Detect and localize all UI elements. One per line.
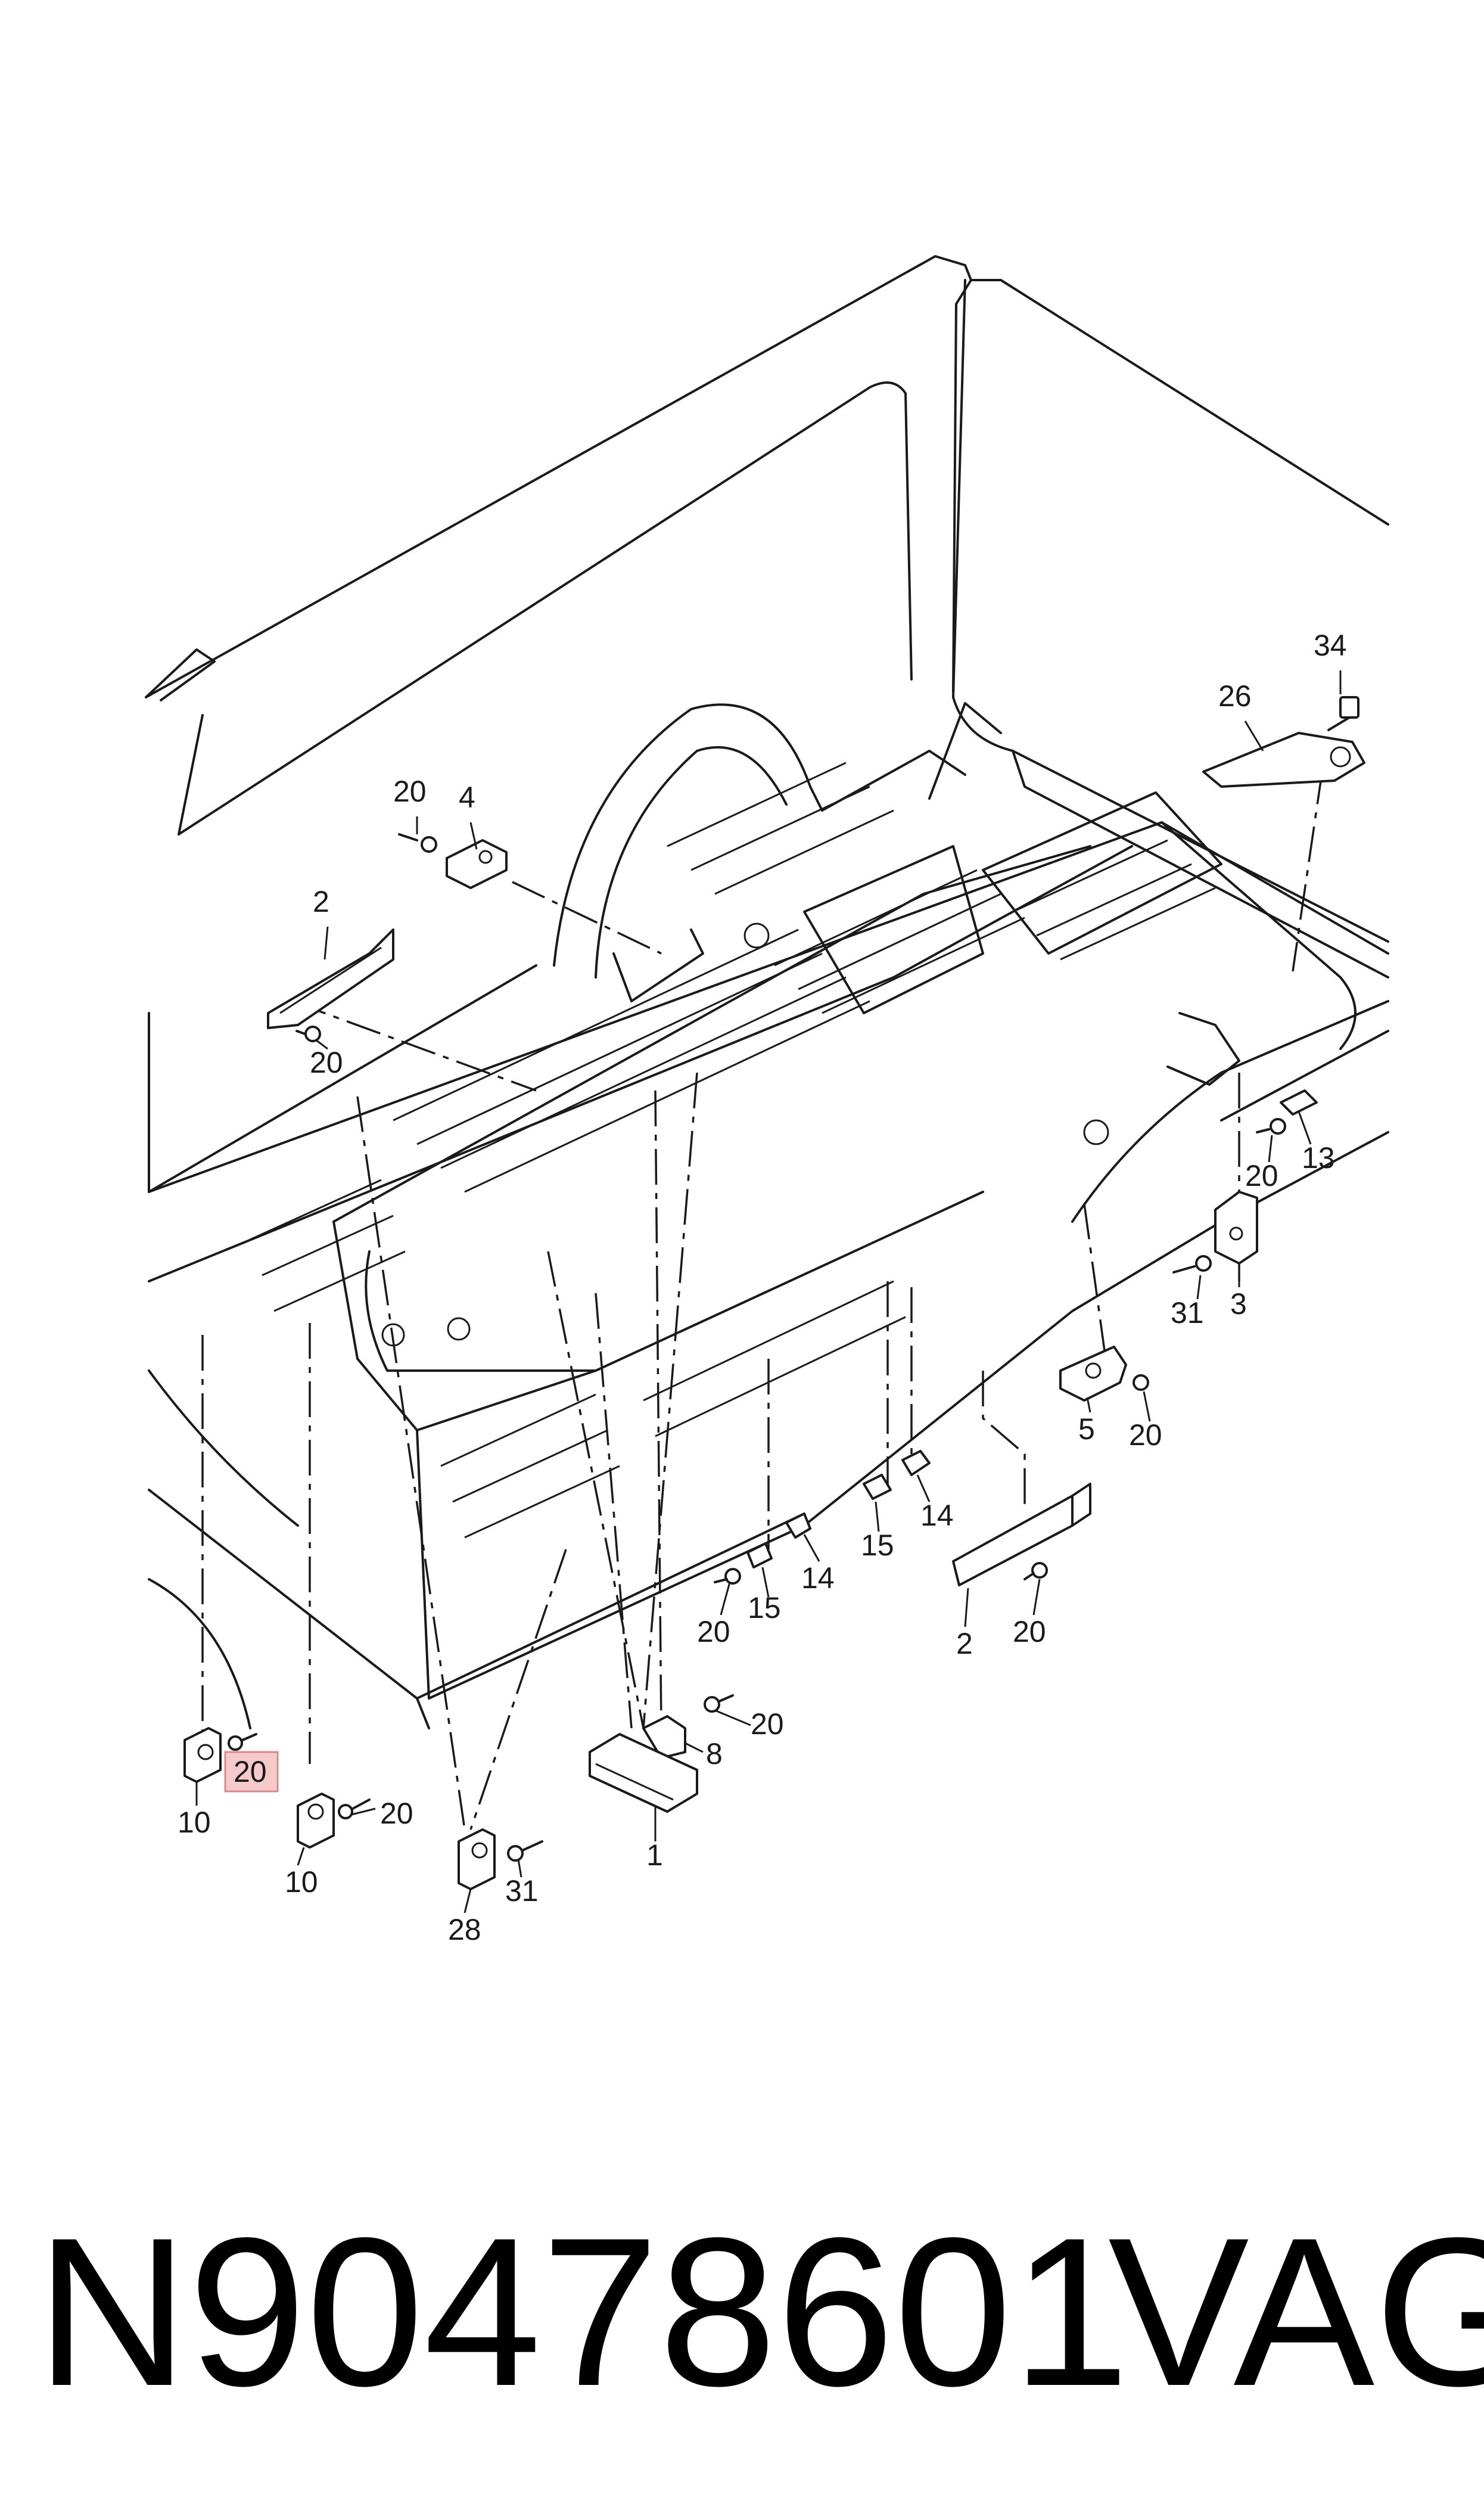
callout-20-top: 20 — [393, 775, 427, 808]
callout-2-right: 2 — [956, 1627, 973, 1660]
bolt-20-highlighted — [228, 1733, 257, 1751]
bolt-34 — [1327, 696, 1359, 731]
callout-8: 8 — [706, 1737, 723, 1771]
callout-20-left: 20 — [310, 1046, 343, 1079]
bracket-28 — [458, 1828, 496, 1890]
callout-34: 34 — [1314, 629, 1347, 662]
nut-plate-10-left — [183, 1727, 222, 1783]
callout-20-right: 20 — [1245, 1159, 1278, 1192]
callout-20-rail: 20 — [1013, 1615, 1046, 1648]
callout-2-left: 2 — [313, 885, 329, 918]
clip-13 — [1280, 1089, 1318, 1116]
callout-13: 13 — [1302, 1141, 1335, 1175]
bracket-3 — [1214, 1191, 1258, 1265]
callout-5: 5 — [1078, 1412, 1095, 1446]
bolt-20-upper — [398, 833, 437, 853]
bolt-20-left — [295, 1026, 321, 1042]
bracket-1 — [589, 1733, 698, 1813]
callout-15-b: 15 — [748, 1591, 781, 1625]
brand-name: VAG — [1108, 2194, 1484, 2430]
nut-plate-10-center — [297, 1793, 335, 1849]
callout-14-b: 14 — [801, 1561, 835, 1595]
callout-4: 4 — [459, 781, 475, 814]
screw-31-left — [507, 1840, 543, 1862]
callout-14-a: 14 — [920, 1499, 954, 1532]
bolt-20-bracket5 — [1133, 1374, 1149, 1391]
part-number: N90478601 — [36, 2194, 1130, 2430]
callout-10-left: 10 — [178, 1806, 211, 1839]
bracket-14-b — [785, 1512, 811, 1539]
callout-20-center: 20 — [697, 1615, 730, 1648]
highlight-box — [224, 1751, 279, 1793]
bracket-15-b — [746, 1542, 773, 1568]
bracket-14-a — [901, 1450, 931, 1476]
rail-2-left — [267, 928, 394, 1029]
wheel-arch — [553, 703, 966, 1002]
floor-panel — [148, 791, 1389, 1729]
callout-leaders — [195, 670, 1342, 1914]
bolt-20-nutplate — [338, 1799, 371, 1819]
bracket-4 — [446, 839, 508, 889]
bracket-15-a — [863, 1474, 892, 1500]
parts — [183, 696, 1365, 1890]
callout-20-bracket5: 20 — [1129, 1418, 1162, 1452]
bolt-20-bracket8 — [704, 1694, 734, 1713]
bolt-20-rail — [1023, 1562, 1048, 1580]
callout-20-highlighted: 20 — [234, 1755, 267, 1788]
callout-28: 28 — [448, 1913, 481, 1946]
leader-lines — [201, 768, 1324, 1830]
bracket-5 — [1059, 1346, 1127, 1402]
callout-31-left: 31 — [505, 1874, 539, 1908]
callout-labels: 34 26 20 4 2 20 20 13 31 3 5 20 14 15 14… — [178, 629, 1347, 1946]
bolt-20-center — [714, 1568, 741, 1585]
screw-31-right — [1172, 1255, 1212, 1274]
bolt-20-right — [1256, 1118, 1286, 1135]
callout-26: 26 — [1218, 679, 1252, 713]
callout-31-right: 31 — [1171, 1296, 1204, 1330]
callout-20-nutplate: 20 — [380, 1797, 413, 1830]
bracket-26 — [1202, 732, 1365, 788]
floor-ribs — [250, 762, 1216, 1539]
callout-15-a: 15 — [861, 1529, 894, 1562]
rail-2-right — [952, 1483, 1091, 1586]
callout-10-center: 10 — [285, 1865, 318, 1899]
callout-20-bracket8: 20 — [751, 1707, 784, 1741]
callout-3: 3 — [1230, 1287, 1247, 1321]
callout-1: 1 — [646, 1838, 663, 1872]
